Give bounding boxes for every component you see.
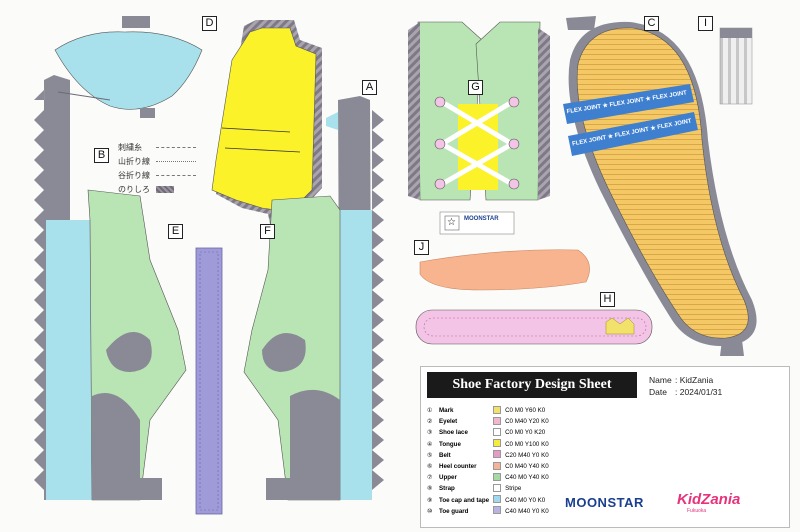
spec-part: Heel counter — [439, 463, 477, 471]
spec-swatch — [491, 416, 503, 427]
spec-num: ④ — [427, 440, 433, 448]
legend-glue-label: のりしろ — [118, 184, 150, 194]
legend-stitch-label: 刺繍糸 — [118, 142, 142, 152]
kidzania-logo: KidZania — [677, 491, 741, 508]
spec-num: ⑩ — [427, 507, 433, 515]
spec-row: ③ Shoe lace C0 M0 Y0 K20 — [425, 427, 551, 438]
spec-row: ⑧ Strap Stripe — [425, 483, 551, 494]
spec-swatch — [491, 405, 503, 416]
spec-part: Tongue — [439, 440, 461, 448]
part-label-d: D — [202, 16, 217, 31]
part-e-toe-guard — [195, 247, 223, 515]
part-label-b: B — [94, 148, 109, 163]
spec-row: ① Mark C0 M0 Y60 K0 — [425, 405, 551, 416]
spec-code: C0 M0 Y60 K0 — [505, 407, 546, 415]
date-label: Date — [649, 387, 667, 397]
spec-code: C20 M40 Y0 K0 — [505, 451, 549, 459]
spec-swatch — [491, 472, 503, 483]
sheet-title: Shoe Factory Design Sheet — [427, 372, 637, 398]
spec-code: C0 M40 Y40 K0 — [505, 463, 549, 471]
part-label-a: A — [362, 80, 377, 95]
spec-code: C40 M0 Y0 K0 — [505, 496, 546, 504]
spec-num: ⑨ — [427, 496, 433, 504]
part-label-i: I — [698, 16, 713, 31]
moonstar-logo: MOONSTAR — [565, 495, 644, 510]
spec-part: Eyelet — [439, 418, 458, 426]
spec-code: C40 M0 Y40 K0 — [505, 474, 549, 482]
spec-row: ④ Tongue C0 M0 Y100 K0 — [425, 439, 551, 450]
spec-num: ⑤ — [427, 451, 433, 459]
name-label: Name — [649, 375, 672, 385]
spec-code: C0 M0 Y100 K0 — [505, 440, 549, 448]
spec-num: ① — [427, 407, 433, 415]
spec-row: ⑨ Toe cap and tape C40 M0 Y0 K0 — [425, 495, 551, 506]
spec-row: ⑤ Belt C20 M40 Y0 K0 — [425, 450, 551, 461]
spec-row: ⑩ Toe guard C40 M40 Y0 K0 — [425, 506, 551, 517]
legend-mountain-label: 山折り線 — [118, 156, 150, 166]
spec-part: Upper — [439, 474, 457, 482]
part-label-e: E — [168, 224, 183, 239]
spec-row: ② Eyelet C0 M40 Y20 K0 — [425, 416, 551, 427]
part-f-tongue — [211, 20, 322, 224]
kidzania-sub: Fukuoka — [687, 508, 707, 514]
spec-part: Belt — [439, 451, 451, 459]
spec-code: C40 M40 Y0 K0 — [505, 507, 549, 515]
part-label-j: J — [414, 240, 429, 255]
spec-swatch — [491, 506, 503, 517]
spec-code: Stripe — [505, 485, 522, 493]
part-label-c: C — [644, 16, 659, 31]
star-icon: ☆ — [447, 217, 456, 228]
part-label-f: F — [260, 224, 275, 239]
spec-part: Toe cap and tape — [439, 496, 490, 504]
spec-num: ⑦ — [427, 474, 433, 482]
fold-legend: 刺繍糸 山折り線 谷折り線 のりしろ — [118, 140, 196, 196]
spec-swatch — [491, 461, 503, 472]
glue-swatch — [156, 185, 174, 193]
part-h-belt — [415, 309, 653, 345]
spec-num: ③ — [427, 429, 433, 437]
part-b-left-upper — [34, 75, 187, 501]
spec-part: Mark — [439, 407, 454, 415]
part-label-g: G — [468, 80, 483, 95]
spec-part: Strap — [439, 485, 455, 493]
part-c-outsole — [563, 16, 757, 356]
part-g-eyelet-panels — [408, 21, 550, 201]
spec-code: C0 M40 Y20 K0 — [505, 418, 549, 426]
spec-num: ② — [427, 418, 433, 426]
spec-row: ⑥ Heel counter C0 M40 Y40 K0 — [425, 461, 551, 472]
stamp-brand: MOONSTAR — [464, 216, 499, 222]
spec-code: C0 M0 Y0 K20 — [505, 429, 546, 437]
stamp-box — [439, 211, 515, 235]
spec-swatch — [491, 427, 503, 438]
spec-num: ⑧ — [427, 485, 433, 493]
part-j-heel-counter — [419, 249, 590, 291]
date-value: : 2024/01/31 — [675, 387, 723, 397]
spec-swatch — [491, 450, 503, 461]
spec-num: ⑥ — [427, 463, 433, 471]
spec-swatch — [491, 439, 503, 450]
color-spec-table: ① Mark C0 M0 Y60 K0 ② Eyelet C0 M40 Y20 K0 ③ Sh… — [425, 405, 551, 517]
name-value: : KidZania — [675, 375, 714, 385]
spec-part: Toe guard — [439, 507, 469, 515]
design-sheet: Shoe Factory Design Sheet Name: KidZania… — [420, 366, 790, 528]
spec-part: Shoe lace — [439, 429, 468, 437]
part-a-right-upper — [243, 96, 384, 501]
part-label-h: H — [600, 292, 615, 307]
spec-swatch — [491, 483, 503, 494]
spec-swatch — [491, 495, 503, 506]
part-i-strap — [719, 27, 753, 105]
part-d-heel-cup — [54, 16, 203, 118]
legend-valley-label: 谷折り線 — [118, 170, 150, 180]
spec-row: ⑦ Upper C40 M0 Y40 K0 — [425, 472, 551, 483]
sheet-meta: Name: KidZania Date : 2024/01/31 — [649, 374, 722, 398]
